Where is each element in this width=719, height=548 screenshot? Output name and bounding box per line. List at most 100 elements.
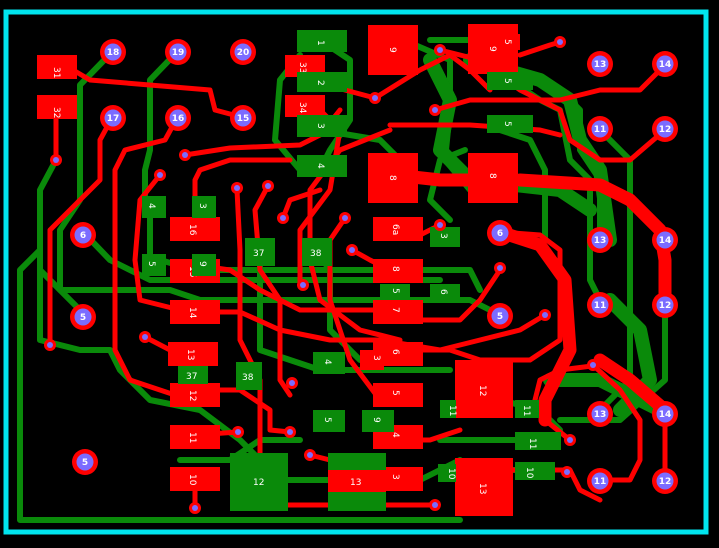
th-pad-6-mid[interactable]: 6	[487, 220, 513, 246]
smd-pad-33[interactable]: 33	[285, 55, 325, 77]
smd-pad-12-red-big[interactable]: 12	[455, 360, 513, 418]
smd-pad-8-right[interactable]: 8	[468, 153, 518, 203]
th-pad-13-top[interactable]: 13	[587, 51, 613, 77]
smd-pad-13-green-big[interactable]: 13	[328, 453, 386, 511]
pad-label: 14	[187, 307, 197, 319]
th-pad-17[interactable]: 17	[100, 105, 126, 131]
smd-pad-3[interactable]: 3	[297, 115, 347, 137]
smd-pad-group: 31 32 33 34 1 2 3 4 9 8 9 5 5 5 8 16 15 …	[37, 24, 561, 516]
smd-pad-31[interactable]: 31	[37, 55, 77, 79]
smd-pad-3-mid[interactable]: 3	[430, 227, 460, 247]
smd-pad-3-lower[interactable]: 3	[360, 350, 384, 370]
pad-label: 10	[524, 467, 534, 479]
pad-label: 5	[502, 78, 512, 84]
pad-label: 3	[315, 123, 325, 129]
smd-pad-11-green-a[interactable]: 11	[440, 400, 457, 418]
pad-label: 8	[387, 175, 397, 181]
th-pad-12-mid[interactable]: 12	[652, 292, 678, 318]
pad-label: 3	[197, 203, 207, 209]
pad-label: 5	[390, 288, 400, 294]
th-pad-13-mid[interactable]: 13	[587, 227, 613, 253]
th-pad-5-bottom-left[interactable]: 5	[72, 449, 98, 475]
smd-pad-11[interactable]: 11	[170, 425, 220, 449]
th-pad-5-mid[interactable]: 5	[487, 303, 513, 329]
th-pad-20[interactable]: 20	[230, 39, 256, 65]
th-pad-14-mid[interactable]: 14	[652, 227, 678, 253]
smd-pad-9-bottom-green[interactable]: 9	[362, 410, 394, 432]
smd-pad-3-green[interactable]: 3	[192, 196, 216, 218]
smd-pad-16[interactable]: 16	[170, 217, 220, 241]
th-pad-13-bottom[interactable]: 13	[587, 401, 613, 427]
pad-label: 11	[521, 405, 531, 416]
pad-label: 5	[502, 121, 512, 127]
smd-pad-7[interactable]: 7	[373, 300, 423, 324]
pad-label: 5	[322, 417, 332, 423]
smd-pad-5-mid[interactable]: 5	[380, 284, 410, 300]
smd-pad-8-mid[interactable]: 8	[373, 259, 423, 283]
smd-pad-38-lower[interactable]: 38	[236, 362, 262, 390]
red-trace	[327, 215, 383, 403]
smd-pad-4-green[interactable]: 4	[142, 196, 166, 218]
pad-label: 13	[185, 349, 195, 360]
smd-pad-37-upper[interactable]: 37	[245, 238, 275, 266]
smd-pad-37-lower[interactable]: 37	[178, 366, 208, 384]
th-pad-11-bottom[interactable]: 11	[587, 468, 613, 494]
smd-pad-5-lower[interactable]: 5	[373, 383, 423, 407]
red-wide-trace	[513, 173, 672, 307]
smd-pad-11-green-c[interactable]: 11	[515, 432, 561, 450]
pad-label: 11	[447, 405, 457, 416]
pad-label: 34	[297, 102, 307, 114]
smd-pad-12-green-big[interactable]: 12	[230, 453, 288, 511]
th-pad-6-left[interactable]: 6	[70, 222, 96, 248]
pad-number: 14	[659, 60, 672, 70]
smd-pad-4[interactable]: 4	[297, 155, 347, 177]
smd-pad-1[interactable]: 1	[297, 30, 347, 52]
smd-pad-12[interactable]: 12	[170, 383, 220, 407]
smd-pad-5-green-a[interactable]: 5	[487, 72, 533, 90]
smd-pad-8-upper[interactable]: 8	[368, 153, 418, 203]
pad-label: 38	[310, 249, 322, 259]
th-pad-5-left[interactable]: 5	[70, 304, 96, 330]
smd-pad-6-mid[interactable]: 6	[430, 284, 460, 302]
smd-pad-10[interactable]: 10	[170, 467, 220, 491]
smd-pad-5-green[interactable]: 5	[142, 254, 166, 276]
smd-pad-13[interactable]: 13	[168, 342, 218, 366]
smd-pad-2[interactable]: 2	[297, 72, 347, 92]
smd-pad-32[interactable]: 32	[37, 95, 77, 119]
pad-label: 3	[371, 355, 381, 361]
th-pad-11-mid[interactable]: 11	[587, 292, 613, 318]
th-pad-18[interactable]: 18	[100, 39, 126, 65]
smd-pad-34[interactable]: 34	[285, 95, 325, 117]
smd-pad-10-green-a[interactable]: 10	[438, 464, 456, 482]
smd-pad-14[interactable]: 14	[170, 300, 220, 324]
pad-label: 9	[387, 47, 397, 53]
pad-label: 37	[186, 372, 197, 382]
th-pad-14-top[interactable]: 14	[652, 51, 678, 77]
pad-label: 2	[315, 80, 325, 86]
pad-number: 5	[497, 312, 503, 322]
smd-pad-5-right[interactable]: 5	[500, 34, 520, 50]
th-pad-19[interactable]: 19	[165, 39, 191, 65]
smd-pad-5-green-b[interactable]: 5	[487, 115, 533, 133]
red-trace	[280, 187, 323, 221]
smd-pad-10-green-b[interactable]: 10	[515, 462, 555, 480]
smd-pad-6a[interactable]: 6a	[373, 217, 423, 241]
pad-number: 12	[659, 301, 672, 311]
pad-label: 11	[527, 438, 537, 449]
th-pad-11-top[interactable]: 11	[587, 116, 613, 142]
th-pad-12-bottom[interactable]: 12	[652, 468, 678, 494]
smd-pad-13-red-big[interactable]: 13	[455, 458, 513, 516]
th-pad-16[interactable]: 16	[165, 105, 191, 131]
smd-pad-9-green[interactable]: 9	[192, 254, 216, 276]
th-pad-14-bottom[interactable]: 14	[652, 401, 678, 427]
smd-pad-38-upper[interactable]: 38	[302, 238, 332, 266]
smd-pad-4-lower-green[interactable]: 4	[313, 352, 345, 374]
pad-label: 16	[187, 224, 197, 236]
green-trace	[17, 247, 463, 523]
smd-pad-11-green-b[interactable]: 11	[515, 400, 539, 418]
smd-pad-5-bottom-green[interactable]: 5	[313, 410, 345, 432]
red-trace	[432, 62, 668, 113]
th-pad-15[interactable]: 15	[230, 105, 256, 131]
smd-pad-9-upper[interactable]: 9	[368, 25, 418, 75]
th-pad-12-top[interactable]: 12	[652, 116, 678, 142]
